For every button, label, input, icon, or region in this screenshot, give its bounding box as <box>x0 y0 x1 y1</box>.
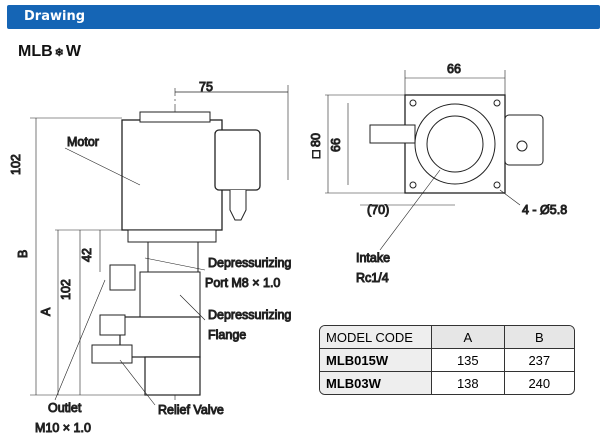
dep-flange-label: Depressurizing <box>208 308 291 322</box>
intake-thread: Rc1/4 <box>356 271 389 285</box>
dep-port-thread: Port M8 × 1.0 <box>205 276 280 290</box>
top-view: 66 □ 80 66 (70) 4 - Ø5.8 Intake Rc1/4 <box>309 62 568 286</box>
dim-66-horizontal: 66 <box>447 62 461 76</box>
outlet-thread: M10 × 1.0 <box>35 421 91 435</box>
dim-b-label: B <box>16 250 30 258</box>
dim-width-label: 75 <box>199 80 213 94</box>
outlet-label: Outlet <box>48 401 82 415</box>
a-cell: 138 <box>432 372 505 394</box>
dim-a-label: A <box>39 307 53 316</box>
section-title: Drawing <box>24 9 86 24</box>
dim-102-label: 102 <box>59 279 73 300</box>
relief-valve-label: Relief Valve <box>158 403 224 417</box>
table-row: MLB015W 135 237 <box>320 349 574 372</box>
dep-flange-label-2: Flange <box>208 328 246 342</box>
section-header: Drawing <box>7 5 600 29</box>
motor-label: Motor <box>67 135 99 149</box>
dim-height-top-label: 102 <box>9 154 23 175</box>
b-cell: 237 <box>504 349 574 372</box>
dim-80-label: □ 80 <box>309 133 323 158</box>
model-cell: MLB03W <box>320 372 432 394</box>
header-a: A <box>432 326 505 349</box>
model-suffix: W <box>65 43 81 60</box>
dimension-table: MODEL CODE A B MLB015W 135 237 MLB03W 13… <box>319 325 575 395</box>
dim-66-vertical: 66 <box>329 138 343 152</box>
header-b: B <box>504 326 574 349</box>
dim-70-label: (70) <box>367 203 389 217</box>
dim-42-label: 42 <box>80 248 94 262</box>
model-cell: MLB015W <box>320 349 432 372</box>
model-prefix: MLB <box>18 43 53 60</box>
intake-label: Intake <box>356 251 390 265</box>
a-cell: 135 <box>432 349 505 372</box>
b-cell: 240 <box>528 375 551 391</box>
header-model-code: MODEL CODE <box>320 326 432 349</box>
table-header-row: MODEL CODE A B <box>320 326 574 349</box>
front-view: 75 102 Motor 42 102 B A Depressurizing P… <box>9 80 292 436</box>
star-icon: ❄ <box>54 47 64 59</box>
model-title: MLB❄W <box>18 43 81 61</box>
holes-label: 4 - Ø5.8 <box>522 203 567 217</box>
dep-port-label: Depressurizing <box>208 256 291 270</box>
table-row: MLB03W 138 240 <box>320 372 574 394</box>
